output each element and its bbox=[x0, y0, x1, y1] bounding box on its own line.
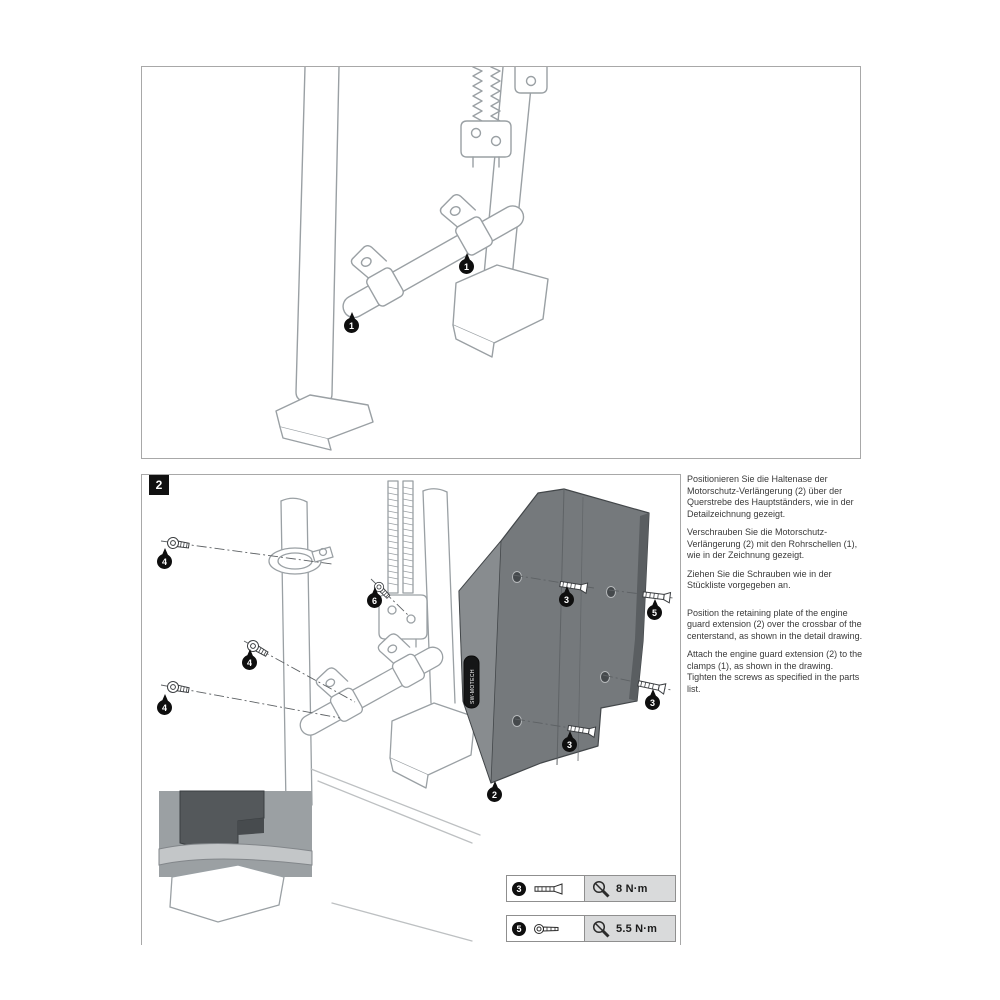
instructions-english: Position the retaining plate of the engi… bbox=[687, 608, 863, 696]
torque-value: 5.5 N·m bbox=[616, 922, 658, 935]
callout-number: 1 bbox=[463, 261, 469, 272]
return-springs bbox=[460, 67, 512, 168]
callout-number: 3 bbox=[566, 739, 572, 750]
callout-number: 5 bbox=[516, 923, 522, 934]
pipe-clamp-left bbox=[350, 244, 404, 307]
pipe-clamp-right bbox=[439, 193, 493, 256]
spring-rods bbox=[387, 480, 414, 594]
countersunk-screw-icon bbox=[534, 882, 563, 895]
pipe-clamp-upper bbox=[377, 633, 426, 688]
callout-pin-3: 3 bbox=[645, 689, 660, 710]
callout-number: 3 bbox=[649, 697, 655, 708]
callout-pin-4: 4 bbox=[157, 548, 172, 569]
torque-wrench-icon bbox=[592, 920, 610, 938]
torque-row-fastener-cell: 3 bbox=[507, 876, 585, 901]
torque-row-fastener-cell: 5 bbox=[507, 916, 585, 941]
centerstand-clamps-drawing bbox=[275, 67, 549, 451]
callout-pin-3: 3 bbox=[559, 586, 574, 607]
ring-clamp bbox=[268, 546, 334, 575]
left-leg-tube bbox=[280, 497, 313, 806]
callout-number: 4 bbox=[161, 702, 167, 713]
callout-pin-5: 5 bbox=[647, 599, 662, 620]
callout-pin-2: 2 bbox=[487, 781, 502, 802]
instruction-paragraph-en-1: Position the retaining plate of the engi… bbox=[687, 607, 863, 641]
detail-inset bbox=[158, 790, 313, 923]
torque-spec-row-1: 3 8 N·m bbox=[506, 875, 676, 902]
step1-panel bbox=[141, 66, 861, 459]
callout-3: 3 bbox=[512, 881, 526, 896]
instructions-german: Positionieren Sie die Haltenase der Moto… bbox=[687, 474, 863, 592]
callout-number: 3 bbox=[563, 594, 569, 605]
engine-guard-extension-plate: SW-MOTECH bbox=[458, 488, 650, 784]
callout-5: 5 bbox=[512, 921, 526, 936]
torque-spec-row-2: 5 5.5 N·m bbox=[506, 915, 676, 942]
callout-pin-1: 1 bbox=[344, 312, 359, 333]
torque-wrench-icon bbox=[592, 880, 610, 898]
callout-pin-3: 3 bbox=[562, 731, 577, 752]
callout-number: 6 bbox=[371, 595, 377, 606]
language-block-gap bbox=[687, 599, 863, 608]
callout-pin-6: 6 bbox=[367, 587, 382, 608]
instruction-paragraph-de-3: Ziehen Sie die Schrauben wie in der Stüc… bbox=[687, 568, 832, 591]
pan-head-screw-icon bbox=[534, 923, 559, 934]
step-number-badge: 2 bbox=[149, 475, 169, 495]
instruction-paragraph-de-1: Positionieren Sie die Haltenase der Moto… bbox=[687, 474, 854, 519]
pan-head-bolt-4c bbox=[166, 680, 191, 696]
torque-row-value-cell: 5.5 N·m bbox=[585, 916, 675, 941]
pan-head-bolt-4a bbox=[166, 536, 191, 552]
exploded-view-drawing: SW-MOTECH bbox=[158, 480, 674, 942]
callout-number: 3 bbox=[516, 883, 522, 894]
step2-panel: 2 bbox=[141, 474, 681, 945]
callout-number: 5 bbox=[651, 607, 657, 618]
callout-number: 4 bbox=[161, 556, 167, 567]
callout-number: 4 bbox=[246, 657, 252, 668]
pipe-clamp-lower bbox=[315, 667, 364, 722]
left-leg bbox=[275, 67, 374, 451]
right-foot bbox=[389, 702, 476, 789]
torque-value: 8 N·m bbox=[616, 882, 648, 895]
ground-lines bbox=[310, 768, 481, 942]
instruction-paragraph-de-2: Verschrauben Sie die Motorschutz-Verläng… bbox=[687, 527, 858, 560]
instruction-text-column: Positionieren Sie die Haltenase der Moto… bbox=[687, 474, 863, 702]
callout-pin-4: 4 bbox=[157, 694, 172, 715]
instruction-paragraph-en-2: Attach the engine guard extension (2) to… bbox=[687, 649, 863, 694]
callout-pin-1: 1 bbox=[459, 253, 474, 274]
callout-pin-4: 4 bbox=[242, 649, 257, 670]
torque-row-value-cell: 8 N·m bbox=[585, 876, 675, 901]
brand-text: SW-MOTECH bbox=[470, 669, 476, 704]
brand-plate: SW-MOTECH bbox=[463, 655, 480, 709]
right-leg bbox=[452, 67, 549, 358]
upper-bracket bbox=[514, 67, 548, 94]
callout-number: 1 bbox=[348, 320, 354, 331]
callout-number: 2 bbox=[491, 789, 497, 800]
